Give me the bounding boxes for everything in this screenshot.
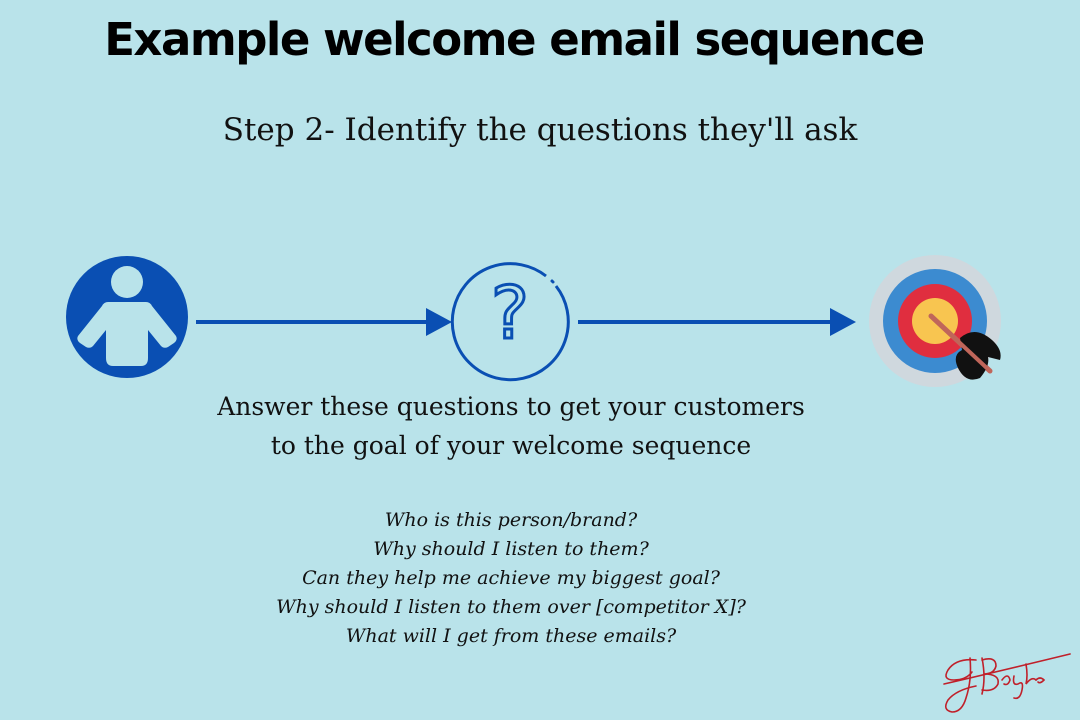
arrow-right xyxy=(196,308,452,336)
question-item: Who is this person/brand? xyxy=(384,509,638,531)
person-icon xyxy=(66,256,188,378)
caption-line: to the goal of your welcome sequence xyxy=(270,431,752,460)
question-item: Why should I listen to them? xyxy=(373,538,649,560)
page-title: Example welcome email sequence xyxy=(104,13,925,66)
question-item: What will I get from these emails? xyxy=(345,625,677,647)
question-icon: ? xyxy=(450,262,570,382)
caption: Answer these questions to get your custo… xyxy=(0,387,1022,465)
question-item: Why should I listen to them over [compet… xyxy=(276,596,746,618)
caption-line: Answer these questions to get your custo… xyxy=(217,392,805,421)
question-mark-glyph: ? xyxy=(491,271,529,355)
signature-icon xyxy=(943,653,1071,713)
target-icon xyxy=(869,255,1001,387)
question-item: Can they help me achieve my biggest goal… xyxy=(302,567,720,589)
arrow-right xyxy=(578,308,856,336)
question-list: Who is this person/brand? Why should I l… xyxy=(0,506,1022,651)
step-subtitle: Step 2- Identify the questions they'll a… xyxy=(222,112,858,148)
